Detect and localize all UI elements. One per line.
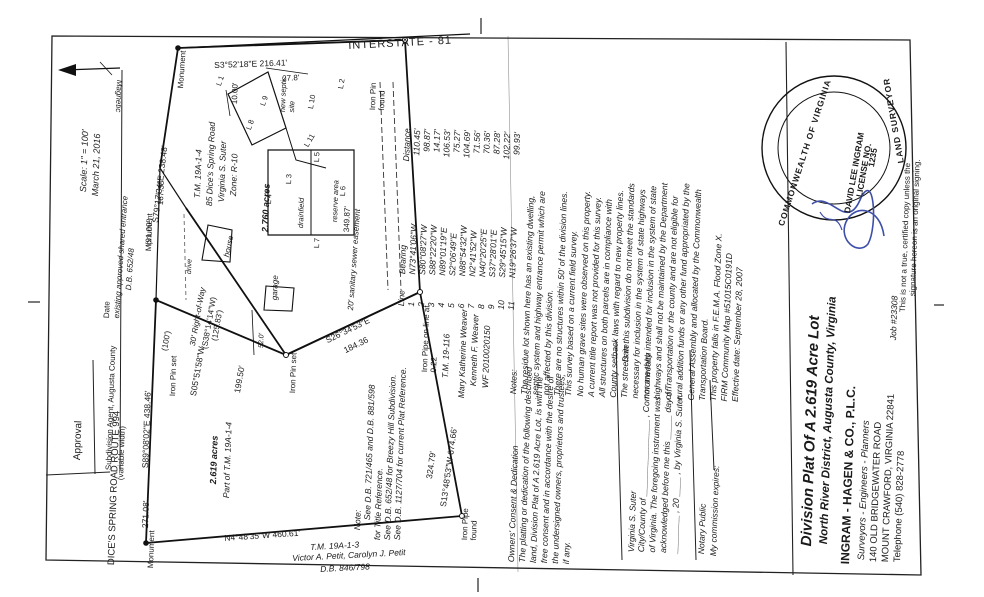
iron-pin-label-1: Iron Pin set bbox=[168, 355, 179, 397]
adjoiner-2-tm: T.M. 19-116 bbox=[440, 333, 452, 379]
iron-pin-label-2: Iron Pin set bbox=[288, 352, 299, 394]
dices-spring-road-edge bbox=[119, 69, 123, 471]
distance-10-dim bbox=[225, 89, 231, 117]
monument-marker-1 bbox=[143, 540, 149, 546]
top-boundary-segment: 271.08' bbox=[140, 500, 151, 529]
dim-52: 52.0' bbox=[258, 333, 266, 349]
residue-tm: T.M. 19A-1-4 bbox=[192, 149, 204, 199]
garage-footprint bbox=[263, 285, 295, 312]
acknowledgement-block: City/County of ________________ , Common… bbox=[636, 352, 687, 553]
monument-marker-3 bbox=[175, 45, 181, 51]
signature-line-commission bbox=[709, 379, 715, 471]
residue-zone: Zone: R-10 bbox=[228, 153, 240, 197]
magnetic-north-label: Magnetic bbox=[113, 79, 124, 113]
monument-marker-2 bbox=[153, 297, 159, 303]
drain-field-lines bbox=[267, 149, 355, 236]
distance-52-dim bbox=[251, 309, 255, 356]
septic-leader bbox=[285, 127, 327, 169]
iron-pipe-found-label: Iron Pipe found bbox=[460, 507, 479, 541]
consent-date: Date bbox=[620, 344, 631, 363]
septic-label: new septic site bbox=[278, 76, 297, 113]
notary-label: Notary Public bbox=[696, 503, 708, 555]
approval-heading: Approval bbox=[72, 420, 85, 461]
signature-line-owner bbox=[615, 339, 623, 561]
driveway-line bbox=[183, 213, 187, 301]
garage-label: garage bbox=[270, 275, 280, 301]
drive-label: drive bbox=[186, 258, 194, 275]
approval-box-line bbox=[45, 471, 111, 476]
lot-acreage: 2.619 acres bbox=[208, 435, 220, 485]
monument-label-1: Monument bbox=[146, 530, 157, 569]
iron-pin-marker-1 bbox=[283, 352, 289, 358]
sewer-easement-line-2 bbox=[392, 81, 402, 291]
iron-pin-marker-2 bbox=[417, 289, 423, 295]
easement-length: 349.87' bbox=[342, 206, 352, 233]
house-footprint bbox=[201, 224, 233, 263]
iron-pipe-marker bbox=[459, 513, 465, 519]
monument-label-2: Monument bbox=[144, 213, 155, 252]
sheet-border bbox=[45, 35, 922, 576]
notes-divider bbox=[507, 35, 519, 573]
dices-road-width: (variable width) bbox=[116, 425, 127, 481]
surveyor-signature-2 bbox=[819, 211, 843, 231]
interstate-line bbox=[177, 33, 471, 49]
note-heading: Note: bbox=[352, 509, 363, 531]
title-block-divider bbox=[785, 41, 794, 576]
consent-block: Owners' Consent & Dedication The plattin… bbox=[506, 366, 579, 565]
line-label-l2: L 2 bbox=[336, 77, 347, 90]
north-arrow-icon bbox=[58, 61, 121, 76]
drainfield-label: drainfield bbox=[296, 197, 307, 229]
dim-10: 10.00' bbox=[230, 82, 240, 105]
residue-boundary bbox=[159, 39, 421, 357]
signature-line-notary bbox=[689, 349, 697, 561]
line-label-l7: L 7 bbox=[312, 237, 322, 249]
residue-owner: Virginia S. Suter bbox=[216, 140, 229, 203]
distance-27-8-dim bbox=[265, 67, 309, 75]
sewer-easement-line bbox=[379, 81, 389, 291]
iron-pin-found-label: Iron Pin found bbox=[368, 82, 387, 111]
iron-pin-found-marker bbox=[402, 37, 408, 43]
line-label-l4: L 4 bbox=[264, 193, 274, 205]
line-label-l6: L 6 bbox=[338, 185, 348, 197]
consent-body: The platting or dedication of the follow… bbox=[517, 367, 579, 565]
residue-acreage: 2.760 acres bbox=[260, 183, 272, 233]
line-label-l3: L 3 bbox=[284, 173, 294, 185]
approval-signature-line bbox=[92, 359, 96, 475]
approval-date-label: Date bbox=[102, 301, 112, 319]
line-label-l5: L 5 bbox=[312, 151, 322, 163]
surveyor-signature bbox=[811, 189, 885, 249]
